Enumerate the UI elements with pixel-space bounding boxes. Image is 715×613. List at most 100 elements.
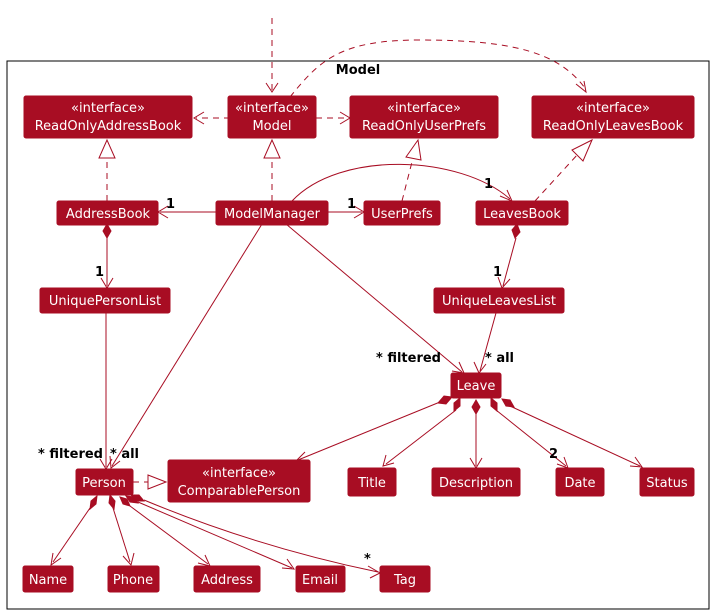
class-modelmanager[interactable]: ModelManager (215, 200, 329, 226)
arrowhead-person-to-tag (367, 565, 382, 579)
composition-leave-status (509, 405, 641, 467)
class-name: Description (439, 476, 513, 491)
class-name: UniquePersonList (49, 294, 161, 309)
class-name: ReadOnlyUserPrefs (362, 119, 486, 134)
multiplicity-labels: 1 1 1 1 1 * filtered * all * filtered * … (38, 177, 558, 567)
class-userprefs[interactable]: UserPrefs (363, 200, 441, 226)
mult-leave-date: 2 (549, 447, 558, 462)
mult-mm-userprefs: 1 (347, 197, 356, 212)
class-uniqueleaveslist[interactable]: UniqueLeavesList (433, 287, 565, 314)
stereotype-label: «interface» (387, 101, 461, 116)
mult-addressbook-upl: 1 (95, 265, 104, 280)
diamond-leave-date (490, 396, 498, 413)
class-model[interactable]: «interface» Model (227, 95, 317, 139)
triangle-readonlyaddressbook (98, 138, 116, 159)
triangle-model (263, 138, 281, 159)
class-name: Date (564, 476, 595, 491)
class-name: Person (82, 476, 126, 491)
class-name: Name (29, 573, 67, 588)
assoc-modelmanager-leave (285, 223, 463, 373)
assoc-modelmanager-leavesbook (291, 163, 511, 202)
class-name: AddressBook (66, 207, 151, 222)
mult-leave-filtered: * filtered (376, 351, 441, 366)
class-name: ReadOnlyLeavesBook (543, 119, 684, 134)
class-status[interactable]: Status (639, 467, 695, 497)
class-name: Model (252, 119, 291, 134)
composition-leave-title (385, 409, 457, 465)
class-tag[interactable]: Tag (379, 565, 431, 593)
class-name: UniqueLeavesList (442, 294, 556, 309)
stereotype-label: «interface» (202, 466, 276, 481)
diamond-person-address (119, 496, 131, 507)
diamond-leave-description (471, 398, 481, 416)
mult-leavesbook-ull: 1 (493, 265, 502, 280)
diamond-person-phone (108, 493, 116, 511)
mult-mm-leavesbook: 1 (484, 177, 493, 192)
class-readonlyleavesbook[interactable]: «interface» ReadOnlyLeavesBook (531, 95, 695, 139)
mult-person-all: * all (110, 447, 139, 462)
class-name: Email (302, 573, 338, 588)
arrowhead-leave-to-title (382, 454, 395, 467)
arrowhead-mm-to-leave (451, 361, 465, 374)
mult-mm-addressbook: 1 (166, 197, 175, 212)
class-phone[interactable]: Phone (107, 565, 160, 593)
mult-leave-all: * all (485, 351, 514, 366)
class-title[interactable]: Title (347, 467, 397, 497)
class-description[interactable]: Description (431, 467, 521, 497)
class-name: Status (646, 476, 688, 491)
stereotype-label: «interface» (576, 101, 650, 116)
composition-person-email (137, 501, 293, 569)
diamond-leavesbook (511, 223, 521, 239)
mult-person-tag: * (364, 552, 371, 567)
class-uniquepersonlist[interactable]: UniquePersonList (39, 287, 171, 314)
class-leave[interactable]: Leave (450, 372, 502, 399)
composition-person-name (52, 507, 91, 563)
realization-leavesbook (534, 153, 579, 202)
class-name: ReadOnlyAddressBook (35, 119, 182, 134)
diamond-addressbook (102, 222, 112, 240)
diamond-leave-title (453, 396, 461, 413)
class-readonlyaddressbook[interactable]: «interface» ReadOnlyAddressBook (23, 95, 193, 139)
diamond-leave-person (437, 395, 453, 405)
arrowhead-leave-to-status (629, 456, 644, 468)
composition-person-phone (112, 507, 131, 563)
class-addressbook[interactable]: AddressBook (56, 200, 159, 226)
arrowhead-person-to-phone (122, 552, 135, 567)
class-person[interactable]: Person (75, 468, 134, 496)
arrowhead-mm-to-person (109, 455, 121, 469)
arrowhead-entry-model (265, 82, 279, 93)
composition-leavesbook-uniqueleaveslist (502, 237, 517, 287)
composition-leave-person (297, 401, 441, 461)
stereotype-label: «interface» (235, 101, 309, 116)
class-name: ModelManager (224, 207, 321, 222)
class-date[interactable]: Date (555, 467, 605, 497)
arrowhead-to-readonlyleavesbook (575, 80, 587, 94)
composition-leave-date (495, 409, 567, 467)
class-leavesbook[interactable]: LeavesBook (475, 200, 569, 226)
class-name: Leave (457, 379, 496, 394)
class-name: Address (201, 573, 253, 588)
diamond-person-email (124, 495, 140, 504)
class-name: Phone (113, 573, 153, 588)
class-name: ComparablePerson (178, 484, 301, 499)
class-readonlyuserprefs[interactable]: «interface» ReadOnlyUserPrefs (349, 95, 499, 139)
class-name: LeavesBook (483, 207, 561, 222)
diamond-person-name (89, 494, 98, 511)
arrowhead-person-to-name (50, 552, 62, 567)
stereotype-label: «interface» (71, 101, 145, 116)
arrowhead-person-to-email (281, 558, 296, 570)
triangle-comparableperson (147, 474, 168, 490)
class-name: Title (357, 476, 386, 491)
class-address[interactable]: Address (193, 565, 261, 593)
mult-person-filtered: * filtered (38, 447, 103, 462)
arrowhead-leave-to-date (556, 456, 569, 469)
composition-person-address (129, 505, 209, 565)
class-name-box[interactable]: Name (22, 565, 74, 593)
class-email[interactable]: Email (295, 565, 346, 593)
class-comparableperson[interactable]: «interface» ComparablePerson (167, 459, 311, 503)
classes: «interface» ReadOnlyAddressBook «interfa… (22, 95, 695, 593)
dependency-model-readonlyleavesbook (289, 39, 586, 98)
class-name: Tag (393, 573, 416, 588)
triangle-readonlyleavesbook (571, 138, 593, 162)
edges (50, 18, 644, 579)
